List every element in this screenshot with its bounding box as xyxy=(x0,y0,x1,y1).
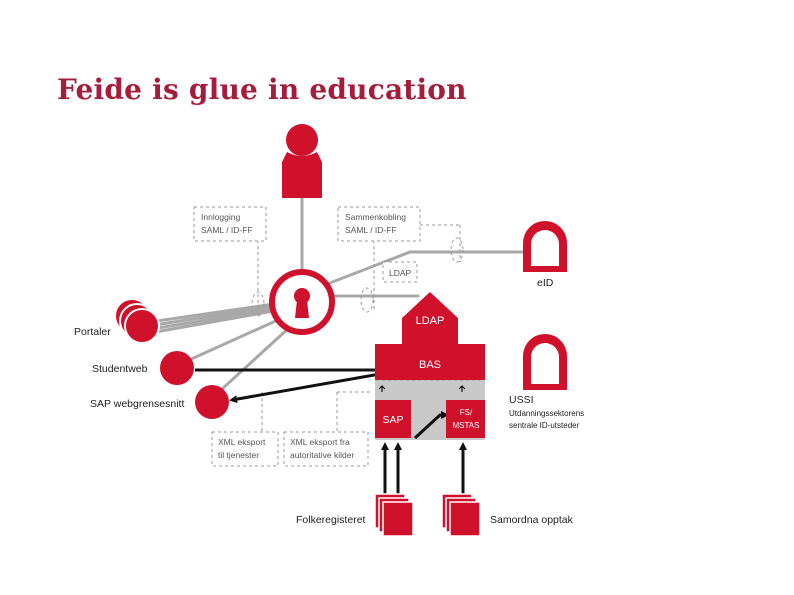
person-icon xyxy=(282,124,322,198)
label-fs-line2: MSTAS xyxy=(453,421,480,430)
note-box-xml-kilder xyxy=(283,431,369,467)
label-folkeregisteret: Folkeregisteret xyxy=(296,514,366,526)
bas-node xyxy=(375,344,485,380)
note-ldap: LDAP xyxy=(389,268,412,278)
label-portaler: Portaler xyxy=(74,326,111,338)
label-bas: BAS xyxy=(419,359,441,371)
label-samordna: Samordna opptak xyxy=(490,514,574,526)
note-xml2-line2: autoritative kilder xyxy=(290,450,354,460)
black-arrows xyxy=(195,327,467,494)
samordna-node xyxy=(441,493,481,537)
page-title: Feide is glue in education xyxy=(57,73,467,106)
portaler-icon xyxy=(114,298,160,344)
keyhole-icon xyxy=(269,269,335,335)
note-xml1-line2: til tjenester xyxy=(218,450,259,460)
label-studentweb: Studentweb xyxy=(92,363,148,375)
label-ussi: USSI xyxy=(509,394,534,406)
ussi-arch-icon xyxy=(523,334,567,390)
label-sap-web: SAP webgrensesnitt xyxy=(90,398,184,410)
label-ussi-desc-line2: sentrale ID-utsteder xyxy=(509,421,580,430)
note-innlogging-line1: Innlogging xyxy=(201,212,241,222)
label-ldap: LDAP xyxy=(416,315,445,327)
note-box-innlogging xyxy=(193,206,267,242)
note-innlogging-line2: SAML / ID-FF xyxy=(201,225,253,235)
note-sammenkobling-line1: Sammenkobling xyxy=(345,212,406,222)
ldap-node xyxy=(402,292,458,344)
label-fs-line1: FS/ xyxy=(460,408,473,417)
note-xml1-line1: XML eksport xyxy=(218,437,266,447)
note-xml2-line1: XML eksport fra xyxy=(290,437,350,447)
note-box-ldap xyxy=(382,261,418,283)
folkeregisteret-node xyxy=(374,493,414,537)
note-sammenkobling-line2: SAML / ID-FF xyxy=(345,225,397,235)
studentweb-node xyxy=(160,351,194,385)
note-box-sammenkobling xyxy=(337,206,421,242)
note-box-xml-tjenester xyxy=(211,431,279,467)
sap-web-node xyxy=(195,385,229,419)
fs-mstas-node xyxy=(446,400,485,438)
small-arrows-grey-box xyxy=(378,385,466,392)
label-eid: eID xyxy=(537,277,554,289)
sap-node xyxy=(375,400,411,438)
label-ussi-desc-line1: Utdanningssektorens xyxy=(509,409,584,418)
label-sap: SAP xyxy=(382,414,403,426)
eid-arch-icon xyxy=(523,221,567,272)
